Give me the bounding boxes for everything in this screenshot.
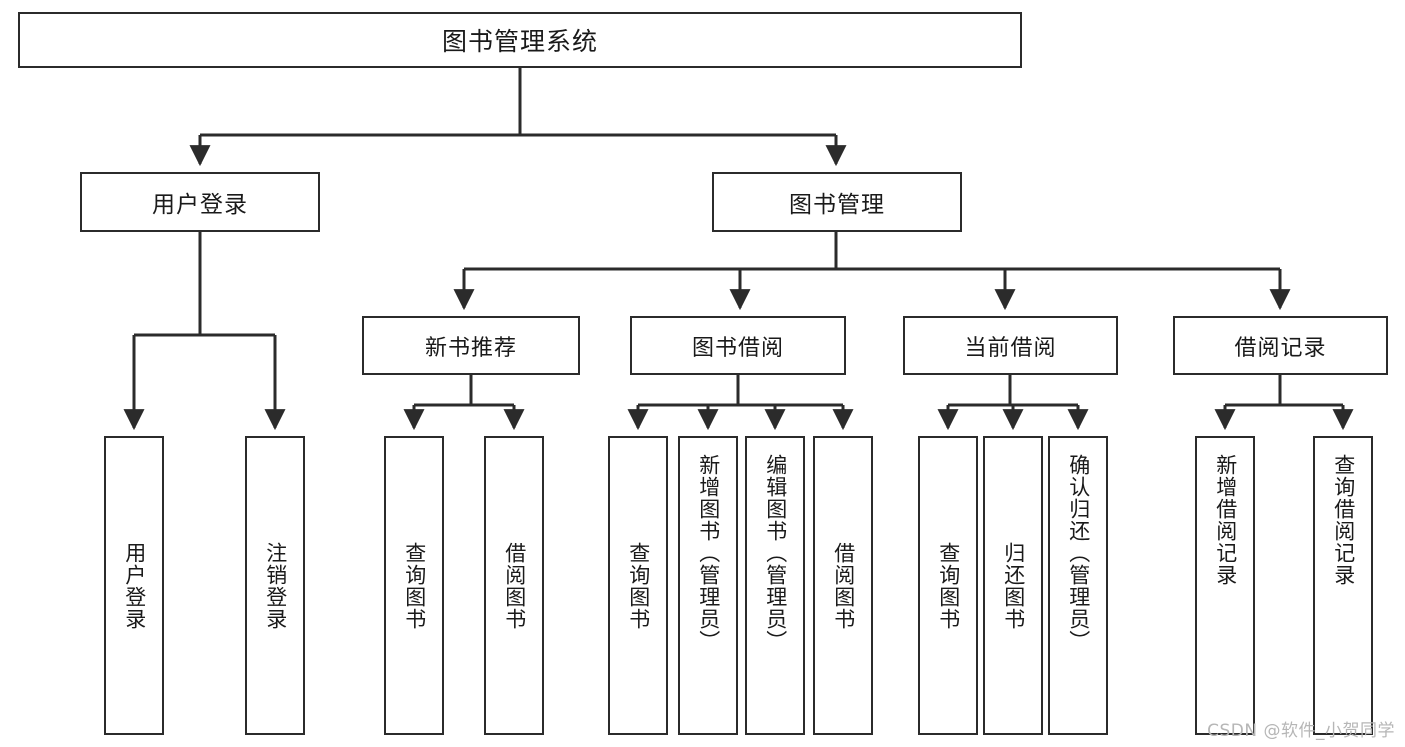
node-book-management-label: 图书管理 [789,192,885,218]
node-new-book-recommend[interactable]: 新书推荐 [362,316,580,375]
leaf-recommend-query-book[interactable]: 查询图书 [384,436,444,735]
node-user-login-label: 用户登录 [152,192,248,218]
leaf-borrow-query-book[interactable]: 查询图书 [608,436,668,735]
leaf-label: 注销登录 [263,541,288,630]
leaf-borrow-edit-book-admin[interactable]: 编辑图书（管理员） [745,436,805,735]
leaf-records-query-record[interactable]: 查询借阅记录 [1313,436,1373,735]
node-book-borrow[interactable]: 图书借阅 [630,316,846,375]
leaf-label: 查询借阅记录 [1331,454,1356,586]
leaf-label: 借阅图书 [831,541,856,630]
leaf-current-return-book[interactable]: 归还图书 [983,436,1043,735]
leaf-label: 查询图书 [626,541,651,630]
leaf-label: 借阅图书 [502,541,527,630]
leaf-label: 查询图书 [936,541,961,630]
node-borrow-records-label: 借阅记录 [1234,335,1327,361]
leaf-recommend-borrow-book[interactable]: 借阅图书 [484,436,544,735]
leaf-current-query-book[interactable]: 查询图书 [918,436,978,735]
watermark: CSDN @软件_小贺同学 [1207,721,1395,741]
leaf-records-add-record[interactable]: 新增借阅记录 [1195,436,1255,735]
leaf-user-login-login[interactable]: 用户登录 [104,436,164,735]
node-new-book-recommend-label: 新书推荐 [424,335,517,361]
leaf-current-confirm-return-admin[interactable]: 确认归还（管理员） [1048,436,1108,735]
node-current-borrow-label: 当前借阅 [964,335,1057,361]
leaf-label: 确认归还（管理员） [1066,454,1091,652]
node-user-login[interactable]: 用户登录 [80,172,320,232]
leaf-label: 编辑图书（管理员） [763,454,788,652]
leaf-borrow-add-book-admin[interactable]: 新增图书（管理员） [678,436,738,735]
leaf-label: 归还图书 [1001,541,1026,630]
node-book-management[interactable]: 图书管理 [712,172,962,232]
node-root[interactable]: 图书管理系统 [18,12,1022,68]
leaf-borrow-borrow-book[interactable]: 借阅图书 [813,436,873,735]
leaf-label: 用户登录 [122,541,147,630]
leaf-label: 查询图书 [402,541,427,630]
node-borrow-records[interactable]: 借阅记录 [1173,316,1388,375]
leaf-label: 新增借阅记录 [1213,454,1238,586]
node-root-label: 图书管理系统 [441,27,598,56]
leaf-label: 新增图书（管理员） [696,454,721,652]
node-current-borrow[interactable]: 当前借阅 [903,316,1118,375]
leaf-user-login-logout[interactable]: 注销登录 [245,436,305,735]
node-book-borrow-label: 图书借阅 [691,335,784,361]
